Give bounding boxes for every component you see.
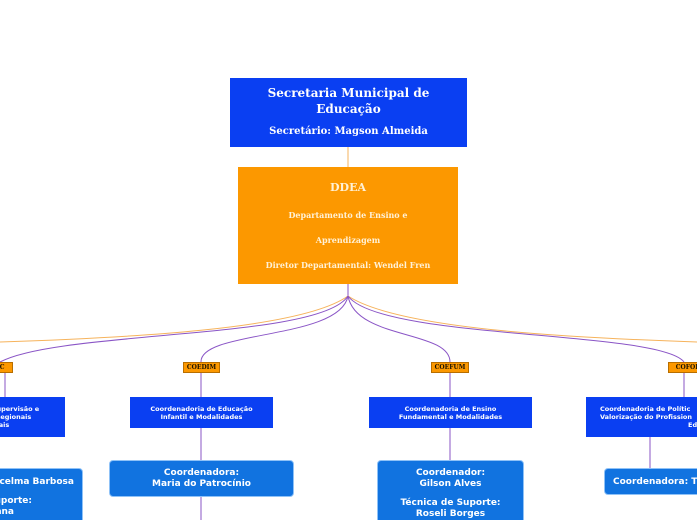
root-title: Secretaria Municipal de Educação [267, 86, 430, 116]
tag-coedim[interactable]: COEDIM [183, 362, 220, 373]
person-uc-line1: celma Barbosa [0, 477, 74, 487]
person-coefum-line1: Coordenador: [415, 468, 486, 478]
coord-uc-line3: nais [0, 421, 10, 429]
root-node-secretaria[interactable]: Secretaria Municipal de Educação Secretá… [230, 78, 467, 147]
person-uc-spacer [0, 488, 74, 496]
person-coefum-line2: Gilson Alves [419, 479, 482, 489]
coord-node-uc[interactable]: Supervisão e Regionais nais [0, 397, 65, 437]
coord-coedim-line1: Coordenadoria de Educação [150, 404, 253, 413]
branch-line-coefum [347, 295, 451, 363]
department-node-ddea[interactable]: DDEA Departamento de Ensino e Aprendizag… [238, 167, 458, 284]
person-coefum-line4: Técnica de Suporte: [400, 498, 501, 508]
orange-line-right [347, 295, 697, 343]
person-uc-line4: iana [0, 507, 14, 517]
person-coedim-line1: Coordenadora: [163, 468, 240, 478]
person-node-cofor[interactable]: Coordenadora: T [604, 468, 697, 495]
department-name-line2: Aprendizagem [315, 235, 381, 245]
root-subtitle: Secretário: Magson Almeida [269, 126, 428, 137]
person-cofor-line1: Coordenadora: T [613, 477, 697, 487]
person-uc-line3: Suporte: [0, 496, 32, 506]
coord-cofor-line3: Educa [688, 421, 697, 429]
coord-cofor-line2: Valorização do Profission [600, 413, 693, 421]
coord-node-cofor[interactable]: Coordenadoria de Polític Valorização do … [586, 397, 697, 437]
coord-coefum-line1: Coordenadoria de Ensino [404, 404, 497, 413]
coord-uc-line1: Supervisão e [0, 405, 40, 413]
person-coefum-spacer [378, 490, 523, 498]
coord-node-coefum[interactable]: Coordenadoria de Ensino Fundamental e Mo… [369, 397, 532, 428]
orange-line-left [0, 295, 349, 343]
person-coedim-line2: Maria do Patrocínio [152, 479, 251, 489]
branch-line-cofor [347, 295, 685, 363]
tag-cofor[interactable]: COFOR [668, 362, 697, 373]
person-coefum-line5: Roseli Borges [415, 509, 486, 519]
tag-uc[interactable]: UC [0, 362, 13, 373]
coord-cofor-line1: Coordenadoria de Polític [600, 405, 691, 413]
branch-line-uc [0, 295, 349, 363]
branch-line-coedim [200, 295, 349, 363]
department-director: Diretor Departamental: Wendel Fren [265, 260, 431, 270]
person-node-uc[interactable]: celma Barbosa Suporte: iana [0, 468, 83, 520]
person-node-coedim[interactable]: Coordenadora: Maria do Patrocínio [109, 460, 294, 497]
coord-uc-line2: Regionais [0, 413, 32, 421]
coord-coedim-line2: Infantil e Modalidades [160, 412, 243, 421]
coord-node-coedim[interactable]: Coordenadoria de Educação Infantil e Mod… [130, 397, 273, 428]
coord-coefum-line2: Fundamental e Modalidades [398, 412, 503, 421]
department-acronym: DDEA [330, 181, 366, 194]
tag-coefum[interactable]: COEFUM [431, 362, 469, 373]
person-node-coefum[interactable]: Coordenador: Gilson Alves Técnica de Sup… [377, 460, 524, 520]
department-name-line1: Departamento de Ensino e [288, 210, 408, 220]
